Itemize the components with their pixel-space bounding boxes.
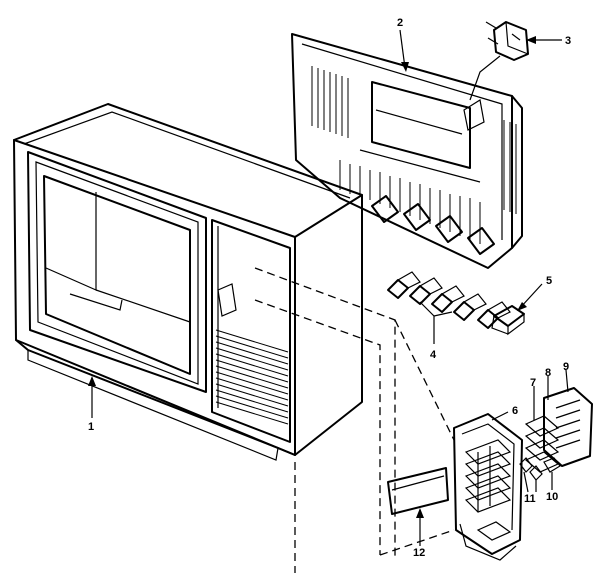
part-labels: 1 2 3 4 5 6 7 8 9 10 11 12: [88, 17, 571, 559]
cabinet-louvers: [215, 329, 289, 425]
leader-lines: [88, 29, 569, 546]
label-part-10: 10: [546, 491, 558, 503]
door-piece: [387, 467, 449, 515]
panel-plate: [543, 387, 593, 467]
power-plug: [469, 21, 529, 101]
tv-cabinet: [13, 103, 363, 461]
label-part-1: 1: [88, 421, 94, 433]
label-part-12: 12: [413, 547, 425, 559]
label-part-8: 8: [545, 367, 551, 379]
label-part-9: 9: [563, 361, 569, 373]
bracket: [491, 305, 525, 336]
control-knobs: [387, 271, 511, 344]
label-part-5: 5: [546, 275, 552, 287]
control-board: [387, 387, 593, 561]
label-part-6: 6: [512, 405, 518, 417]
board-keypad: [464, 439, 512, 513]
rear-vent-grille: [311, 66, 517, 214]
label-part-7: 7: [530, 377, 536, 389]
label-part-2: 2: [397, 17, 403, 29]
alignment-lines: [254, 267, 455, 573]
label-part-4: 4: [430, 349, 437, 361]
label-part-3: 3: [565, 35, 571, 47]
rear-cover: [291, 33, 523, 269]
label-part-11: 11: [524, 493, 536, 505]
